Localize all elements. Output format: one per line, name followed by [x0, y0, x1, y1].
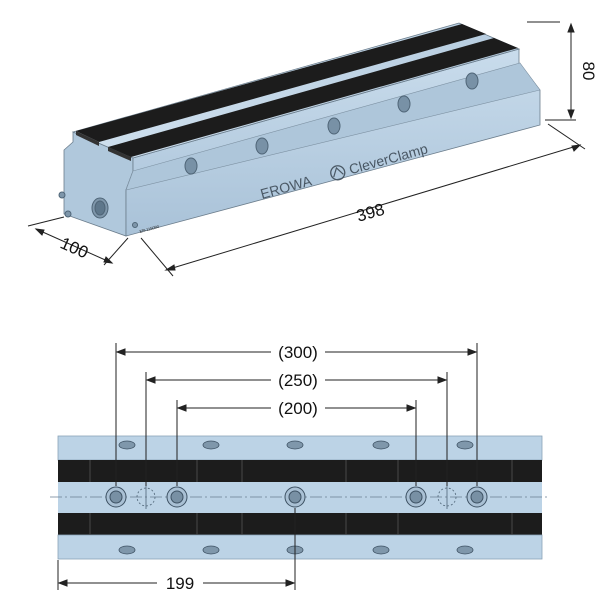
dim-300 — [115, 343, 478, 486]
dim-200-label: (200) — [278, 399, 318, 418]
plan-view: (300) (250) (200) — [50, 343, 550, 593]
end-holes — [58, 191, 138, 228]
plan-jaw-lower — [58, 513, 542, 535]
front-holes — [184, 72, 479, 175]
dim-length-label: 398 — [354, 200, 387, 226]
slot-holes — [118, 440, 474, 555]
part-number: ER-115090 — [139, 224, 160, 234]
dim-199 — [57, 508, 296, 590]
dim-width-label: 100 — [57, 234, 91, 263]
front-jaw — [108, 38, 518, 157]
back-jaw-side — [76, 131, 99, 146]
jaw-segment-lines — [89, 460, 513, 535]
part-label: ER-115090 — [139, 224, 160, 234]
center-holes — [105, 485, 488, 509]
dim-300-label: (300) — [278, 343, 318, 362]
dim-length-398 — [140, 123, 586, 277]
dim-250-label: (250) — [278, 371, 318, 390]
dim-width-100 — [27, 216, 129, 266]
front-jaw-side — [108, 147, 131, 161]
dim-height-label: 80 — [579, 62, 598, 81]
dim-200 — [176, 400, 417, 486]
dim-199-label: 199 — [166, 574, 194, 593]
back-jaw — [76, 24, 486, 142]
dim-250 — [145, 372, 448, 486]
dim-height-80 — [527, 21, 576, 121]
isometric-view: 80 398 100 — [27, 21, 598, 277]
plan-jaw-upper — [58, 460, 542, 482]
